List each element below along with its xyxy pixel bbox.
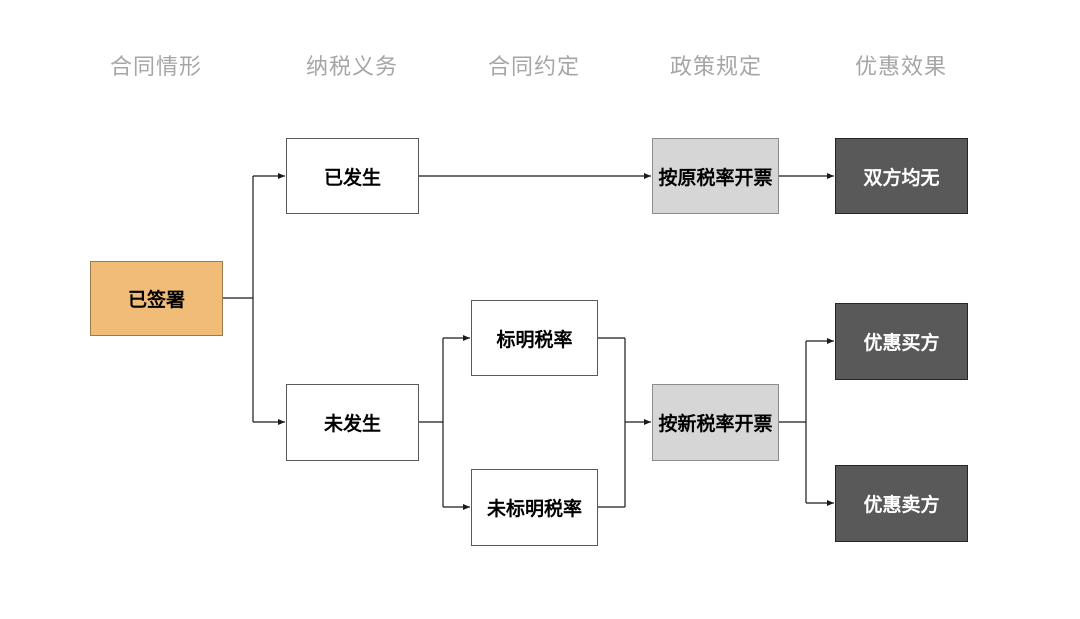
node-occurred: 已发生 <box>286 138 419 214</box>
node-benefit-seller: 优惠卖方 <box>835 465 968 542</box>
header-policy: 政策规定 <box>669 55 762 80</box>
node-rate-stated: 标明税率 <box>471 300 598 376</box>
node-no-benefit-both: 双方均无 <box>835 138 968 214</box>
node-invoice-new-rate: 按新税率开票 <box>652 384 779 461</box>
node-not-occurred: 未发生 <box>286 384 419 461</box>
node-signed: 已签署 <box>90 261 223 336</box>
header-benefit-effect: 优惠效果 <box>854 55 947 80</box>
node-invoice-original-rate: 按原税率开票 <box>652 138 779 214</box>
header-tax-obligation: 纳税义务 <box>305 55 398 80</box>
node-rate-not-stated: 未标明税率 <box>471 469 598 546</box>
node-benefit-buyer: 优惠买方 <box>835 303 968 380</box>
header-contract-situation: 合同情形 <box>109 55 202 80</box>
header-contract-agreement: 合同约定 <box>487 55 580 80</box>
